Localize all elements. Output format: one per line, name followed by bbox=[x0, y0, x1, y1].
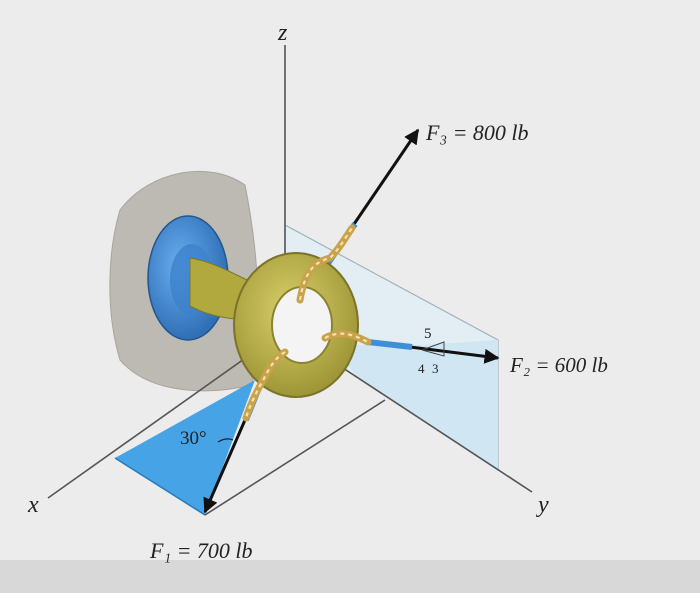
f2-slope-hyp: 5 bbox=[424, 326, 432, 342]
y-axis-label: y bbox=[536, 492, 549, 518]
f2-slope-a: 4 bbox=[418, 361, 425, 376]
f3-arrow bbox=[348, 128, 420, 231]
f3-label: F₃ = 800 lb bbox=[425, 120, 529, 145]
x-axis-label: x bbox=[27, 492, 39, 518]
f1-arrow bbox=[203, 419, 247, 514]
bottom-shadow bbox=[0, 560, 700, 593]
f2-shaded-plane bbox=[330, 340, 498, 470]
f1-plane-edge bbox=[114, 457, 206, 516]
f2-rope-highlight bbox=[324, 332, 369, 343]
z-axis-label: z bbox=[277, 20, 288, 46]
f2-label: F₂ = 600 lb bbox=[509, 353, 608, 377]
f1-angle-arc bbox=[217, 438, 234, 443]
f2-connector bbox=[367, 339, 413, 350]
xy-ground-line bbox=[204, 399, 386, 516]
f1-plane bbox=[115, 380, 255, 515]
f2-slope-b: 3 bbox=[432, 361, 439, 376]
f3-rope-highlight bbox=[298, 227, 353, 301]
f1-rope-highlight bbox=[244, 351, 286, 419]
f1-angle-label: 30° bbox=[180, 428, 207, 449]
f2-slope-triangle bbox=[421, 341, 445, 357]
f1-label: F₁ = 700 lb bbox=[149, 538, 253, 563]
